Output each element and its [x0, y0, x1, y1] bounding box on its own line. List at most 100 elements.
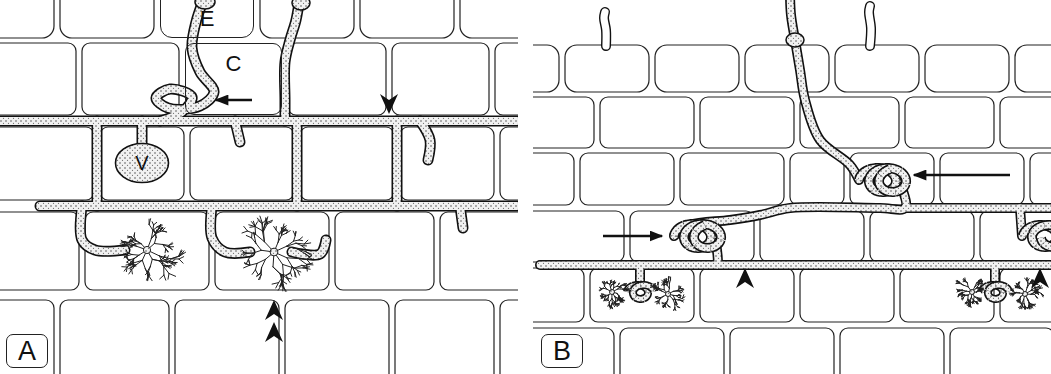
paris-panel — [533, 0, 1051, 374]
hyphal-coil — [988, 291, 990, 298]
hyphal-coil — [882, 188, 896, 192]
plant-cell — [950, 328, 1051, 374]
plant-cell — [620, 328, 724, 374]
plant-cell — [730, 328, 834, 374]
hypha-outline — [460, 206, 463, 228]
hypha-fill — [284, 0, 300, 121]
plant-cell — [500, 300, 518, 374]
hyphal-coil — [895, 183, 905, 191]
arbuscule — [970, 290, 975, 295]
hyphal-coil — [694, 231, 697, 243]
hyphal-coil — [999, 293, 1003, 299]
plant-cell — [175, 300, 279, 374]
plant-cell — [940, 153, 1024, 205]
plant-cell — [870, 211, 974, 262]
cell-letter: C — [226, 53, 242, 75]
hypha-fill — [460, 206, 463, 228]
plant-cell — [60, 300, 169, 374]
plant-cell — [533, 153, 574, 205]
panel-label-box: B — [541, 334, 583, 368]
plant-cell — [0, 43, 76, 115]
root-hair — [869, 6, 871, 46]
hyphal-coil — [990, 297, 998, 299]
plant-cell — [533, 45, 559, 92]
hypha-fill — [80, 206, 125, 251]
pointer-arrow — [914, 174, 1010, 177]
plant-cell — [0, 0, 54, 38]
arbuscule — [599, 280, 630, 309]
hyphal-coil — [697, 244, 711, 248]
hyphal-coil — [696, 225, 705, 231]
plant-cell — [905, 97, 994, 148]
arrowhead-pointer — [380, 94, 398, 114]
hypha-fill — [235, 121, 240, 142]
hypha-fill — [0, 117, 517, 125]
hyphal-coil — [982, 285, 1009, 299]
hypha-outline — [40, 201, 517, 212]
plant-cell — [835, 45, 919, 92]
plant-cell — [600, 97, 694, 148]
hyphal-coil — [684, 234, 688, 246]
arbuscule — [120, 219, 185, 281]
hyphal-coil — [635, 297, 643, 299]
root-hair — [604, 12, 606, 46]
arrowhead-pointer — [736, 268, 754, 288]
plant-cell — [460, 0, 518, 38]
hyphal-coil — [635, 297, 643, 299]
cell-letter: B — [553, 338, 571, 365]
root-hair — [604, 6, 871, 46]
hyphal-coil — [988, 285, 995, 290]
arbuscule — [956, 278, 984, 308]
appressorium — [786, 33, 804, 47]
arrowhead-pointer — [265, 322, 283, 342]
hypha-fill — [93, 121, 101, 206]
plant-cell — [260, 0, 354, 38]
hyphal-coil — [633, 285, 640, 290]
vesicle-outline — [116, 144, 169, 183]
hypha-outline — [420, 121, 430, 160]
hypha-fill — [420, 121, 430, 160]
plant-cell — [900, 268, 994, 322]
arum-panel — [0, 0, 518, 374]
plant-cell — [980, 211, 1051, 262]
hyphal-coil — [988, 291, 990, 298]
hypha-fill — [992, 265, 999, 283]
plant-cell — [565, 45, 649, 92]
plant-cell — [300, 127, 394, 200]
arbuscule — [120, 219, 185, 281]
arbuscule — [241, 216, 313, 291]
hyphal-coil — [1006, 287, 1009, 291]
hyphal-coil — [627, 285, 654, 299]
plant-cell — [1030, 153, 1051, 205]
hypha — [540, 0, 1051, 283]
hyphal-coil — [633, 291, 635, 298]
hypha-outline — [92, 121, 103, 206]
hypha-outline — [905, 203, 1051, 213]
hyphal-coil — [1041, 238, 1043, 243]
hypha-outline — [211, 206, 250, 253]
plant-cell — [60, 0, 154, 38]
arbuscule — [651, 277, 686, 311]
hypha-outline — [284, 0, 300, 121]
cell-letter: A — [18, 338, 36, 365]
vesicle: V — [114, 142, 170, 184]
plant-cell — [1015, 45, 1051, 92]
hyphal-coil — [859, 168, 906, 192]
hypha — [0, 0, 517, 255]
arbuscule — [651, 277, 686, 311]
hypha-outline — [137, 121, 148, 146]
hypha-fill — [790, 0, 859, 180]
hyphal-coil — [990, 297, 998, 299]
cell-letter: V — [135, 153, 148, 173]
hypha-outline — [392, 121, 403, 206]
plant-cell — [335, 212, 434, 290]
appressorium — [292, 0, 310, 10]
hypha-outline — [80, 206, 125, 251]
cortical-cell: C — [185, 43, 282, 115]
plant-cell — [850, 153, 934, 205]
plant-cell — [680, 153, 784, 205]
hyphal-coil — [895, 183, 905, 191]
plant-cell — [1000, 97, 1051, 148]
pointer-arrow — [216, 99, 252, 102]
